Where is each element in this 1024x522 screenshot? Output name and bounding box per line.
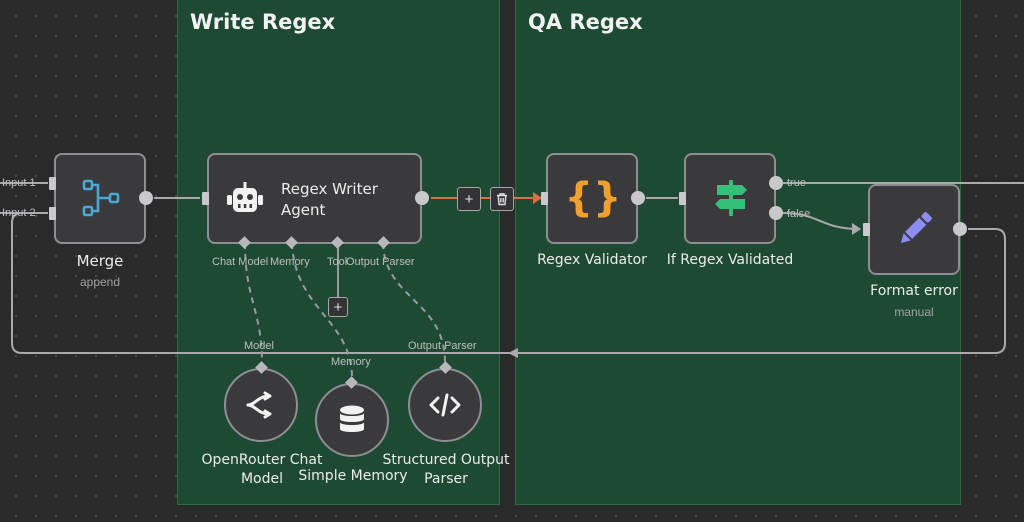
if-node-name: If Regex Validated: [666, 252, 794, 268]
format-error-input-port[interactable]: [863, 223, 870, 236]
agent-output-port[interactable]: [415, 191, 429, 205]
if-input-port[interactable]: [679, 192, 686, 205]
merge-node[interactable]: [54, 153, 146, 244]
format-error-output-port[interactable]: [953, 222, 967, 236]
agent-input-port[interactable]: [202, 192, 209, 205]
simple-memory-node[interactable]: [315, 383, 389, 457]
regex-writer-agent-node[interactable]: Regex Writer Agent: [207, 153, 422, 244]
sticky-title-write-regex: Write Regex: [190, 10, 336, 34]
agent-name-line2: Agent: [281, 201, 326, 219]
model-edge-label: Model: [244, 340, 274, 352]
openrouter-name-line2: Model: [240, 471, 284, 487]
parser-edge-label: Output Parser: [408, 340, 477, 352]
if-false-port[interactable]: [769, 206, 783, 220]
structured-output-parser-node[interactable]: [408, 368, 482, 442]
merge-output-port[interactable]: [139, 191, 153, 205]
merge-input-port-2[interactable]: [49, 207, 56, 220]
memory-edge-label: Memory: [331, 356, 371, 368]
sticky-title-qa-regex: QA Regex: [528, 10, 643, 34]
database-icon: [340, 405, 364, 432]
validator-output-port[interactable]: [631, 191, 645, 205]
robot-icon: [225, 181, 265, 217]
format-error-node[interactable]: [868, 184, 960, 275]
parser-name-line1: Structured Output: [382, 452, 510, 468]
false-branch-label: false: [787, 208, 811, 220]
pencil-icon: [890, 204, 940, 254]
merge-node-subtitle: append: [79, 275, 121, 289]
if-true-port[interactable]: [769, 176, 783, 190]
validator-input-port[interactable]: [541, 192, 548, 205]
tool-port-label: Tool: [327, 256, 348, 268]
signpost-icon: [706, 173, 756, 223]
format-error-node-name: Format error: [870, 283, 958, 299]
parser-name-line2: Parser: [424, 471, 468, 487]
true-branch-label: true: [787, 177, 806, 189]
merge-node-name: Merge: [76, 252, 124, 270]
memory-port-label: Memory: [270, 256, 310, 268]
if-regex-validated-node[interactable]: [684, 153, 776, 244]
braces-icon: {}: [564, 175, 622, 221]
edge-arrow-to-validator: [533, 192, 542, 204]
merge-input-port-1[interactable]: [49, 177, 56, 190]
openrouter-icon: [246, 391, 272, 419]
input1-label: Input 1: [2, 177, 36, 189]
input2-label: Input 2: [2, 207, 36, 219]
trash-icon: [497, 193, 507, 206]
merge-icon: [76, 173, 126, 223]
edge-delete-button[interactable]: [490, 187, 514, 211]
format-error-node-subtitle: manual: [894, 305, 934, 319]
chat-model-port-label: Chat Model: [212, 256, 269, 268]
agent-name-line1: Regex Writer: [281, 180, 378, 198]
edge-add-node-button[interactable]: +: [457, 187, 481, 211]
add-tool-button[interactable]: +: [328, 297, 348, 317]
code-icon: [429, 393, 461, 417]
edge-arrow-to-format-error: [852, 223, 861, 235]
simple-memory-name: Simple Memory: [298, 468, 408, 484]
openrouter-name-line1: OpenRouter Chat: [201, 452, 323, 468]
regex-validator-node[interactable]: {}: [546, 153, 638, 244]
validator-node-name: Regex Validator: [537, 252, 647, 268]
openrouter-chat-model-node[interactable]: [224, 368, 298, 442]
output-parser-port-label: Output Parser: [346, 256, 415, 268]
